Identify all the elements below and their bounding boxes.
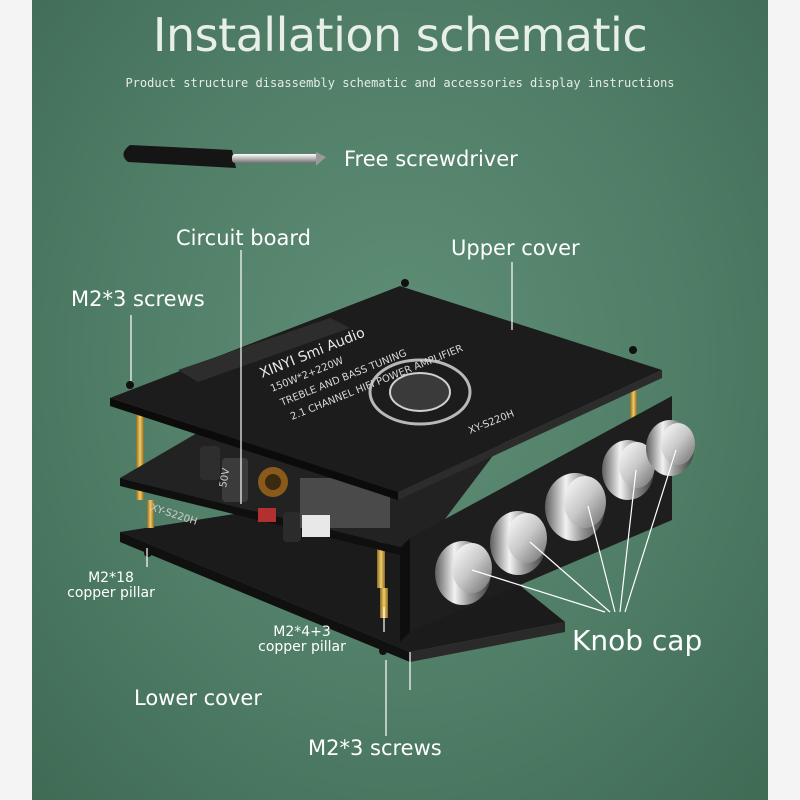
label-circuit-board: Circuit board	[176, 226, 311, 250]
screwdriver	[123, 145, 326, 168]
page-title: Installation schematic	[152, 8, 648, 62]
label-free-screwdriver: Free screwdriver	[344, 147, 518, 171]
label-knob-cap: Knob cap	[572, 624, 703, 657]
label-m2x4-line1: M2*4+3	[273, 624, 331, 640]
upper-cover: XINYI Smi Audio 150W*2+220W TREBLE AND B…	[110, 286, 662, 500]
label-upper-cover: Upper cover	[451, 236, 580, 260]
knob-caps	[435, 420, 695, 605]
label-m2x4-copper-pillar: M2*4+3 copper pillar	[246, 625, 358, 655]
label-m2x3-screws-bottom: M2*3 screws	[308, 736, 442, 760]
screws	[126, 279, 637, 655]
leader-lines	[130, 250, 677, 736]
label-m2x3-screws-top: M2*3 screws	[71, 287, 205, 311]
knob-cap	[435, 541, 492, 605]
label-m2x18-copper-pillar: M2*18 copper pillar	[56, 571, 166, 601]
page-subtitle: Product structure disassembly schematic …	[125, 76, 675, 90]
knob-cap	[545, 473, 606, 541]
label-m2x18-line2: copper pillar	[67, 585, 155, 601]
capacitor-label: 50V	[218, 467, 232, 488]
label-m2x4-line2: copper pillar	[258, 639, 346, 655]
knob-cap	[602, 440, 655, 500]
knob-cap	[490, 511, 547, 575]
label-lower-cover: Lower cover	[134, 686, 262, 710]
label-m2x18-line1: M2*18	[88, 570, 134, 586]
knob-cap	[646, 420, 695, 476]
